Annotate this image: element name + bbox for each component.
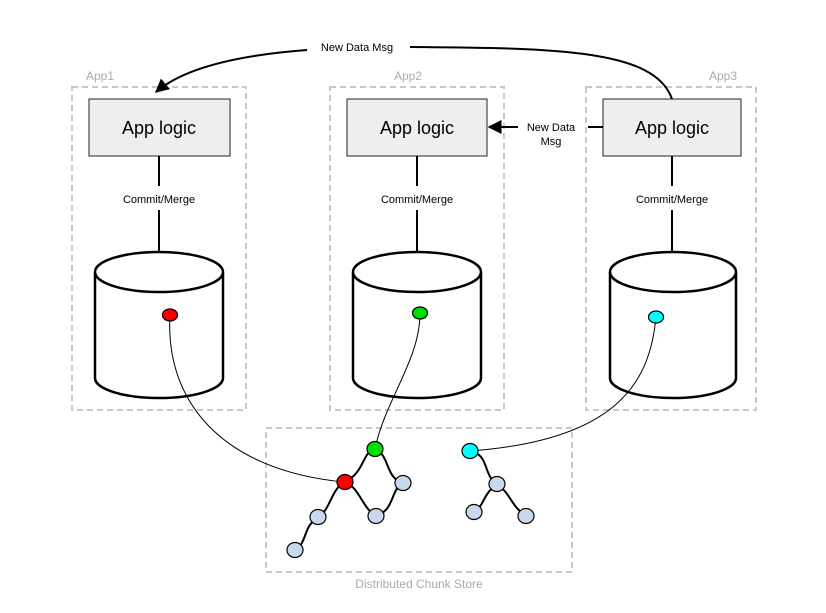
chunk-node xyxy=(286,541,304,559)
app2-logic-label: App logic xyxy=(380,118,454,138)
app3-logic-label: App logic xyxy=(635,118,709,138)
side-msg-label-line2: Msg xyxy=(541,136,562,148)
chunk-node xyxy=(367,507,385,525)
chunk-node-cyan-root xyxy=(461,442,479,460)
app3-container xyxy=(585,86,757,411)
app2-database-icon xyxy=(351,250,483,400)
app2-commit-label: Commit/Merge xyxy=(381,194,453,206)
app1-root-marker xyxy=(161,308,179,322)
app1-commit-label: Commit/Merge xyxy=(123,194,195,206)
chunk-node xyxy=(517,507,535,525)
new-data-msg-arrow-to-app1 xyxy=(154,49,308,93)
chunk-node-green-root xyxy=(366,440,384,458)
app1-pointer-line xyxy=(169,314,345,483)
app1-container xyxy=(71,86,247,411)
app3-root-marker xyxy=(647,310,665,324)
chunk-node xyxy=(488,475,506,493)
app2-container xyxy=(329,86,505,411)
app1-title: App1 xyxy=(86,69,114,83)
app2-pointer-line xyxy=(374,312,421,450)
app1-database-icon xyxy=(93,250,225,400)
app3-database-icon xyxy=(608,250,738,400)
app3-commit-label: Commit/Merge xyxy=(636,194,708,206)
chunk-node xyxy=(465,503,483,521)
chunk-node-red-root xyxy=(336,473,354,491)
app3-pointer-line xyxy=(469,316,657,452)
chunk-node xyxy=(394,474,412,492)
app3-logic-box xyxy=(602,98,742,157)
side-msg-label-line1: New Data xyxy=(527,122,576,134)
app2-logic-box xyxy=(346,98,488,157)
new-data-msg-label: New Data Msg xyxy=(321,42,393,54)
chunk-store-container xyxy=(265,427,573,573)
app1-logic-label: App logic xyxy=(122,118,196,138)
app3-title: App3 xyxy=(709,69,737,83)
app1-logic-box xyxy=(88,98,231,157)
chunk-store-title: Distributed Chunk Store xyxy=(355,577,483,591)
app2-title: App2 xyxy=(394,69,422,83)
chunk-node xyxy=(309,508,327,526)
app2-root-marker xyxy=(411,306,429,320)
new-data-msg-line-right xyxy=(409,46,673,100)
